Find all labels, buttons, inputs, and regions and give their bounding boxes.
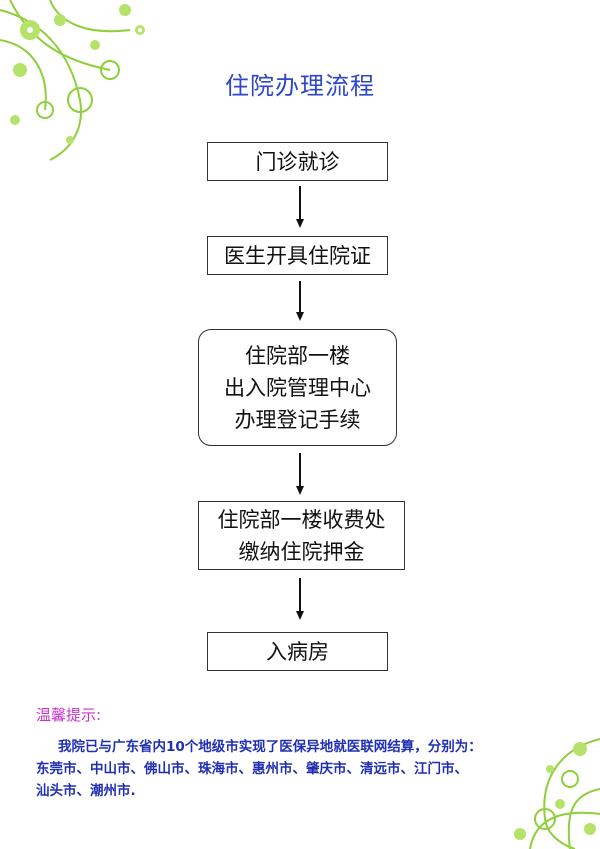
corner-floral-decoration <box>0 0 145 161</box>
tip-line: 汕头市、潮州市. <box>36 783 136 799</box>
tip-line: 我院已与广东省内10个地级市实现了医保异地就医联网结算，分别为： <box>58 739 482 755</box>
flow-step-3: 住院部一楼 出入院管理中心 办理登记手续 <box>198 329 397 446</box>
step-text: 办理登记手续 <box>234 407 361 432</box>
flow-step-5: 入病房 <box>207 632 388 671</box>
step-text: 住院部一楼收费处 <box>217 507 386 532</box>
step-text: 住院部一楼 <box>245 343 350 368</box>
step-text: 门诊就诊 <box>255 149 340 174</box>
step-text: 出入院管理中心 <box>224 375 371 400</box>
flow-arrow <box>296 453 304 495</box>
flow-arrow <box>296 281 304 321</box>
corner-floral-decoration <box>514 738 600 849</box>
flow-step-4: 住院部一楼收费处 缴纳住院押金 <box>198 501 405 570</box>
flow-arrow <box>296 578 304 620</box>
flow-step-1: 门诊就诊 <box>207 142 388 181</box>
tip-body: 我院已与广东省内10个地级市实现了医保异地就医联网结算，分别为： 东莞市、中山市… <box>36 736 546 802</box>
page-title: 住院办理流程 <box>225 72 375 100</box>
flow-arrow <box>296 186 304 228</box>
tip-heading: 温馨提示: <box>36 706 102 724</box>
step-text: 缴纳住院押金 <box>238 539 365 564</box>
tip-line: 东莞市、中山市、佛山市、珠海市、惠州市、肇庆市、清远市、江门市、 <box>36 761 468 777</box>
step-text: 入病房 <box>266 639 329 664</box>
step-text: 医生开具住院证 <box>224 243 371 268</box>
flow-step-2: 医生开具住院证 <box>207 236 388 275</box>
